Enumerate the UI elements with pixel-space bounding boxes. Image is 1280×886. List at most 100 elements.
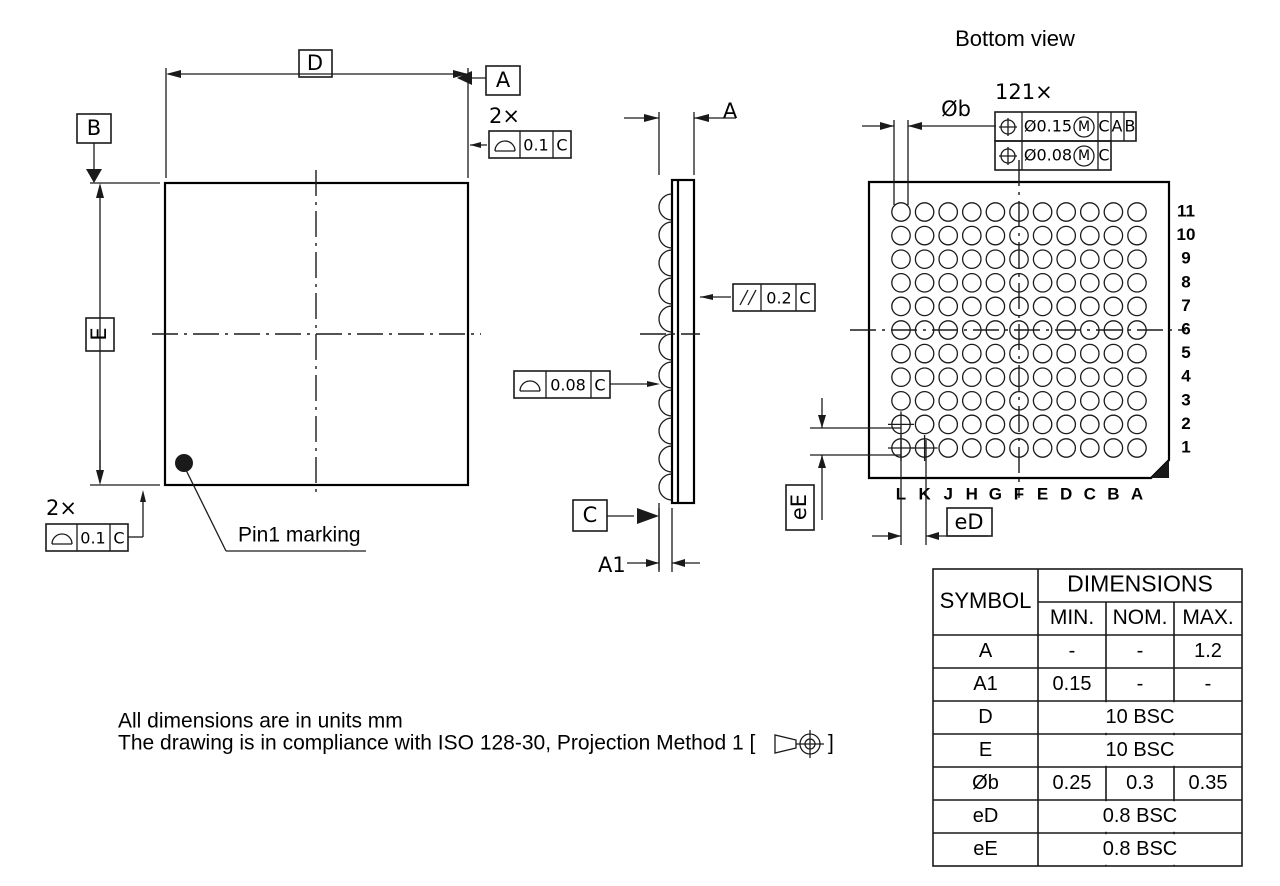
solder-ball	[1127, 296, 1147, 317]
solder-ball	[1103, 438, 1124, 458]
dim-d-label: D	[307, 51, 323, 75]
row-label: 7	[1181, 296, 1190, 315]
table-row-max: -	[1205, 673, 1212, 695]
solder-ball	[891, 225, 911, 246]
a1-arrow-left	[646, 559, 659, 567]
solder-ball	[938, 249, 959, 270]
datum-a-box	[485, 65, 521, 96]
fcf-top-tolerance: 0.1	[523, 136, 548, 155]
solder-ball	[985, 225, 1006, 246]
solder-ball	[1127, 202, 1147, 222]
solder-ball	[1056, 202, 1077, 222]
parallelism-icon-stroke1	[739, 289, 749, 306]
side-ball	[658, 305, 673, 333]
fcf-pos2-modifier: M	[1078, 148, 1090, 164]
solder-ball	[891, 390, 911, 411]
solder-ball	[1056, 414, 1077, 435]
fcf-top-datum: C	[556, 136, 567, 155]
side-ball	[658, 361, 673, 389]
table-row-value-span: 10 BSC	[1106, 739, 1175, 761]
solder-ball	[1009, 320, 1029, 340]
datum-b-label: B	[87, 116, 101, 140]
solder-ball	[1103, 296, 1124, 317]
table-subheader-max: MAX.	[1182, 606, 1233, 629]
fcf-pos2-tolerance: Ø0.08	[1024, 146, 1072, 165]
fcf-left-frame: 0.1 C	[45, 523, 129, 552]
datum-a-triangle	[457, 71, 472, 85]
fcf-left-tolerance: 0.1	[80, 529, 105, 548]
row-label: 3	[1181, 390, 1190, 409]
fcf-top-frame-outline	[488, 130, 572, 159]
side-ball	[658, 249, 673, 277]
table-row-symbol: E	[979, 739, 992, 761]
table-row-min: 0.25	[1053, 772, 1092, 794]
solder-ball	[1079, 390, 1100, 411]
datum-b-triangle	[86, 169, 102, 183]
solder-ball	[938, 390, 959, 411]
solder-ball	[1103, 225, 1124, 246]
solder-ball	[938, 438, 959, 458]
solder-ball	[985, 320, 1006, 340]
table-row-symbol: A	[979, 640, 993, 662]
solder-ball	[1103, 272, 1124, 293]
table-row-nom: 0.3	[1126, 772, 1154, 794]
column-label: D	[1060, 484, 1072, 503]
fcf-pos1-modifier: M	[1078, 119, 1090, 135]
note-line-1: All dimensions are in units mm	[118, 710, 403, 733]
fcf-top-multiplier: 2×	[489, 104, 520, 128]
solder-ball	[891, 343, 911, 364]
solder-ball	[1009, 249, 1029, 270]
solder-ball	[961, 249, 982, 270]
table-span-mask	[1039, 735, 1241, 766]
side-view-group: A A1 0.2 C 0.08 C	[513, 99, 816, 577]
solder-ball	[1009, 296, 1029, 317]
solder-ball	[1127, 320, 1147, 340]
solder-ball	[938, 202, 959, 222]
fcf-parallelism-tolerance: 0.2	[766, 289, 791, 308]
solder-ball	[891, 272, 911, 293]
solder-ball	[1056, 438, 1077, 458]
table-subheader-min: MIN.	[1050, 606, 1094, 629]
solder-ball	[1009, 367, 1029, 388]
solder-ball	[985, 272, 1006, 293]
fcf-pos1-datum-b: B	[1125, 117, 1136, 136]
solder-ball	[1032, 367, 1053, 388]
table-row-value-span: 0.8 BSC	[1103, 805, 1177, 827]
solder-ball	[891, 202, 911, 222]
solder-ball	[1032, 390, 1053, 411]
pitch-ed-label-box	[946, 507, 993, 537]
pin1-leader-diagonal	[185, 469, 227, 552]
datum-c-triangle	[637, 508, 659, 524]
e-arrow-top	[96, 183, 104, 198]
solder-ball	[1079, 249, 1100, 270]
bottom-view-title: Bottom view	[955, 26, 1075, 51]
solder-ball	[914, 414, 935, 435]
solder-ball	[938, 414, 959, 435]
side-ball	[658, 333, 673, 361]
solder-ball	[985, 438, 1006, 458]
parallelism-icon-stroke2	[747, 289, 757, 306]
solder-ball	[914, 272, 935, 293]
fcf-pos1-tolerance: Ø0.15	[1024, 117, 1072, 136]
solder-ball	[1009, 414, 1029, 435]
pin1-marking-dot	[175, 454, 193, 472]
solder-ball	[1009, 272, 1029, 293]
solder-ball	[1103, 414, 1124, 435]
solder-ball	[891, 249, 911, 270]
note-close-bracket: ]	[828, 732, 834, 755]
solder-ball	[1127, 249, 1147, 270]
solder-ball	[1032, 343, 1053, 364]
solder-ball	[938, 343, 959, 364]
solder-ball	[1103, 343, 1124, 364]
solder-ball	[1127, 367, 1147, 388]
solder-ball	[938, 272, 959, 293]
solder-ball	[1009, 202, 1029, 222]
ed-arrow-right	[926, 532, 939, 540]
side-ball	[658, 389, 673, 417]
solder-ball	[961, 272, 982, 293]
solder-ball	[1127, 438, 1147, 458]
solder-ball	[1032, 249, 1053, 270]
fcf-top-frame: 0.1 C	[488, 130, 572, 159]
solder-ball	[1103, 390, 1124, 411]
